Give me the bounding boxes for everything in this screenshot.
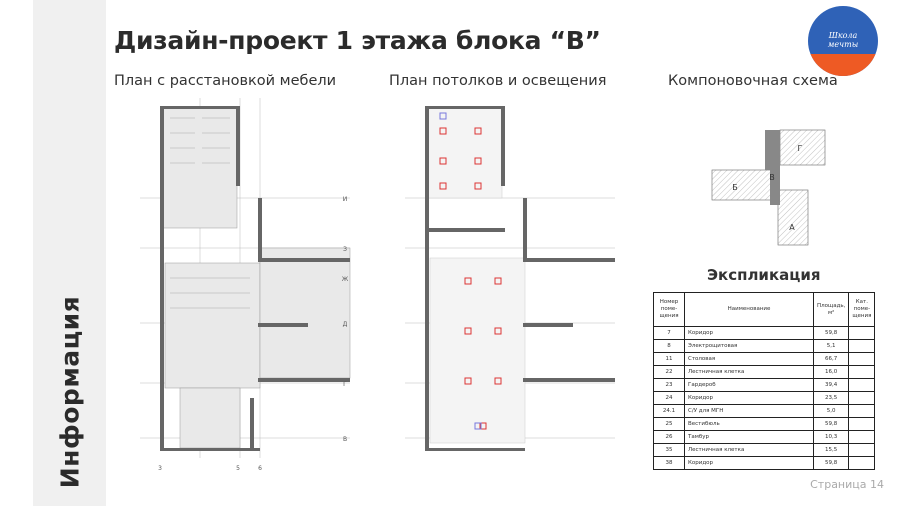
explication-table: Номер поме-щения Наименование Площадь, м… bbox=[653, 292, 876, 470]
cell-cat bbox=[848, 417, 876, 431]
axis-label: З bbox=[343, 246, 347, 253]
cell-area: 59,8 bbox=[812, 326, 850, 340]
cell-name: Электрощитовая bbox=[684, 339, 814, 353]
cell-num: 11 bbox=[653, 352, 685, 366]
cell-num: 26 bbox=[653, 430, 685, 444]
axis-label: В bbox=[343, 436, 347, 443]
cell-num: 24 bbox=[653, 391, 685, 405]
cell-name: Вестибюль bbox=[684, 417, 814, 431]
axis-label: Д bbox=[343, 321, 348, 328]
cell-num: 23 bbox=[653, 378, 685, 392]
cell-area: 15,5 bbox=[812, 443, 850, 457]
sidebar-panel bbox=[33, 0, 106, 506]
block-g bbox=[779, 129, 826, 166]
block-label: Б bbox=[732, 183, 738, 192]
cell-name: Гардероб bbox=[684, 378, 814, 392]
ceiling-plan-heading: План потолков и освещения bbox=[389, 73, 607, 89]
layout-scheme: Г Б В А bbox=[711, 129, 826, 246]
header-category: Кат. поме-щения bbox=[848, 292, 876, 327]
header-name: Наименование bbox=[684, 292, 814, 327]
cell-area: 66,7 bbox=[812, 352, 850, 366]
cell-name: Лестничная клетка bbox=[684, 365, 814, 379]
furniture-plan-heading: План с расстановкой мебели bbox=[114, 73, 337, 89]
cell-num: 22 bbox=[653, 365, 685, 379]
cell-name: Коридор bbox=[684, 326, 814, 340]
header-area: Площадь, м² bbox=[812, 292, 850, 327]
cell-cat bbox=[848, 443, 876, 457]
cell-area: 5,0 bbox=[812, 404, 850, 418]
cell-name: Коридор bbox=[684, 456, 814, 470]
block-label: В bbox=[769, 173, 775, 182]
ceiling-plan bbox=[405, 106, 615, 451]
cell-area: 10,3 bbox=[812, 430, 850, 444]
cell-num: 38 bbox=[653, 456, 685, 470]
page-title: Дизайн-проект 1 этажа блока “В” bbox=[114, 26, 601, 55]
cell-cat bbox=[848, 456, 876, 470]
cell-cat bbox=[848, 326, 876, 340]
furniture-plan: И З Ж Д Г В 3 5 6 bbox=[140, 98, 351, 472]
block-a bbox=[777, 189, 809, 246]
axis-label: Ж bbox=[342, 276, 349, 283]
cell-cat bbox=[848, 378, 876, 392]
cell-area: 59,8 bbox=[812, 417, 850, 431]
cell-name: Столовая bbox=[684, 352, 814, 366]
block-v bbox=[765, 130, 780, 205]
cell-area: 39,4 bbox=[812, 378, 850, 392]
cell-name: Тамбур bbox=[684, 430, 814, 444]
cell-area: 5,1 bbox=[812, 339, 850, 353]
axis-label: 5 bbox=[236, 465, 240, 472]
cell-name: С/У для МГН bbox=[684, 404, 814, 418]
block-b bbox=[711, 169, 773, 201]
cell-cat bbox=[848, 365, 876, 379]
cell-area: 59,8 bbox=[812, 456, 850, 470]
cell-num: 7 bbox=[653, 326, 685, 340]
axis-label: 6 bbox=[258, 465, 262, 472]
explication-title: Экспликация bbox=[707, 266, 821, 284]
cell-area: 16,0 bbox=[812, 365, 850, 379]
page-number: Страница 14 bbox=[810, 478, 884, 491]
cell-cat bbox=[848, 430, 876, 444]
cell-cat bbox=[848, 339, 876, 353]
cell-name: Коридор bbox=[684, 391, 814, 405]
cell-num: 24.1 bbox=[653, 404, 685, 418]
sidebar-label: Информация bbox=[55, 295, 85, 489]
cell-num: 25 bbox=[653, 417, 685, 431]
cell-cat bbox=[848, 391, 876, 405]
cell-name: Лестничная клетка bbox=[684, 443, 814, 457]
cell-cat bbox=[848, 352, 876, 366]
cell-area: 23,5 bbox=[812, 391, 850, 405]
cell-num: 35 bbox=[653, 443, 685, 457]
axis-label: И bbox=[343, 196, 348, 203]
layout-scheme-heading: Компоновочная схема bbox=[668, 73, 838, 89]
header-number: Номер поме-щения bbox=[653, 292, 685, 327]
cell-cat bbox=[848, 404, 876, 418]
axis-label: 3 bbox=[158, 465, 162, 472]
axis-label: Г bbox=[343, 381, 347, 388]
cell-num: 8 bbox=[653, 339, 685, 353]
block-label: Г bbox=[798, 144, 803, 153]
block-label: А bbox=[789, 223, 795, 232]
